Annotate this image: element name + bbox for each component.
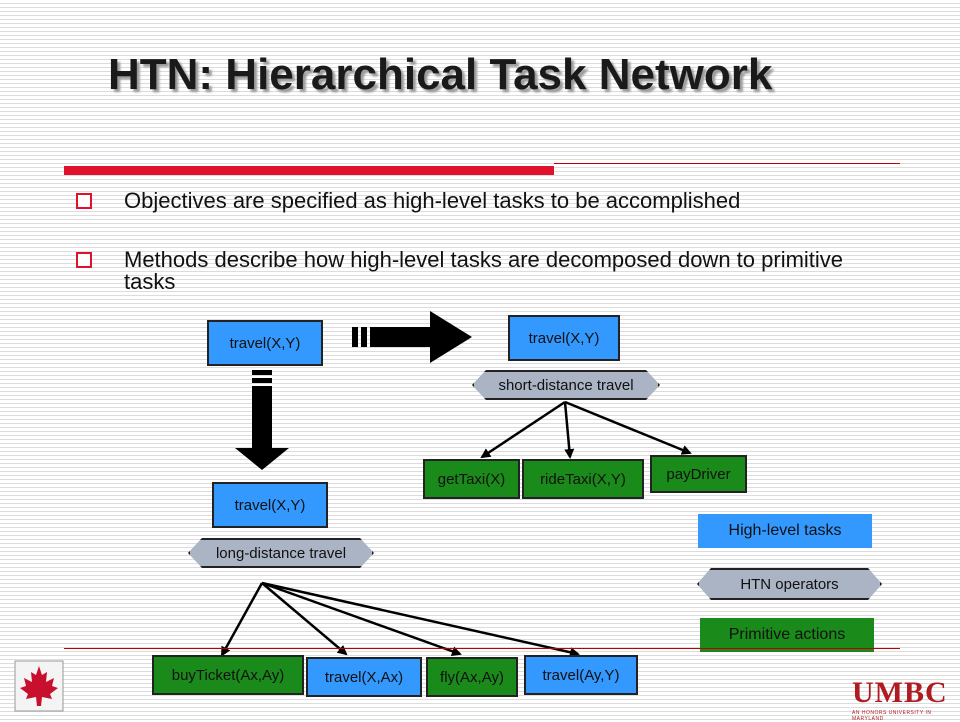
edge-to-ridetaxi	[563, 401, 575, 459]
subtask-paydriver: payDriver	[650, 455, 747, 493]
long-distance-method: long-distance travel	[188, 538, 374, 568]
subtask-buyticket: buyTicket(Ax,Ay)	[152, 655, 304, 695]
legend-high-level-tasks: High-level tasks	[698, 514, 872, 548]
down-block-arrow	[235, 370, 289, 470]
title-rule-line	[554, 163, 900, 164]
subtask-fly: fly(Ax,Ay)	[426, 657, 518, 697]
root-task-node: travel(X,Y)	[207, 320, 323, 366]
edge-to-buyticket	[220, 582, 264, 657]
page-title: HTN: Hierarchical Task Network	[108, 50, 773, 99]
bullet-box-icon	[76, 193, 92, 209]
bullet-objectives: Objectives are specified as high-level t…	[76, 190, 856, 238]
subtask-gettaxi: getTaxi(X)	[423, 459, 520, 499]
bullet-box-icon	[76, 252, 92, 268]
short-distance-edges	[480, 400, 692, 459]
edge-to-paydriver	[564, 400, 692, 455]
edge-to-travel-x-ax	[261, 582, 348, 656]
subtask-travel-x-ax: travel(X,Ax)	[306, 657, 422, 697]
subtask-ridetaxi: rideTaxi(X,Y)	[522, 459, 644, 499]
short-distance-method: short-distance travel	[472, 370, 660, 400]
edge-to-fly	[261, 581, 462, 657]
umbc-logo: UMBC AN HONORS UNIVERSITY IN MARYLAND	[852, 676, 948, 722]
subtask-travel-ay-y: travel(Ay,Y)	[524, 655, 638, 695]
maple-leaf-logo-icon	[14, 660, 64, 712]
bullet-methods: Methods describe how high-level tasks ar…	[76, 249, 856, 297]
long-distance-edges	[220, 581, 580, 658]
title-underline	[64, 166, 554, 175]
footer-rule	[64, 648, 900, 649]
bullet-text: Methods describe how high-level tasks ar…	[124, 247, 844, 294]
legend-htn-operators: HTN operators	[697, 568, 882, 600]
legend-primitive-actions: Primitive actions	[700, 618, 874, 652]
edge-to-gettaxi	[480, 400, 566, 459]
long-task-node: travel(X,Y)	[212, 482, 328, 528]
short-task-node: travel(X,Y)	[508, 315, 620, 361]
umbc-logo-subtitle: AN HONORS UNIVERSITY IN MARYLAND	[852, 710, 932, 722]
edge-to-travel-ay-y	[261, 581, 580, 658]
bullet-text: Objectives are specified as high-level t…	[124, 188, 741, 213]
right-block-arrow	[352, 311, 472, 363]
umbc-logo-text: UMBC	[852, 676, 948, 709]
